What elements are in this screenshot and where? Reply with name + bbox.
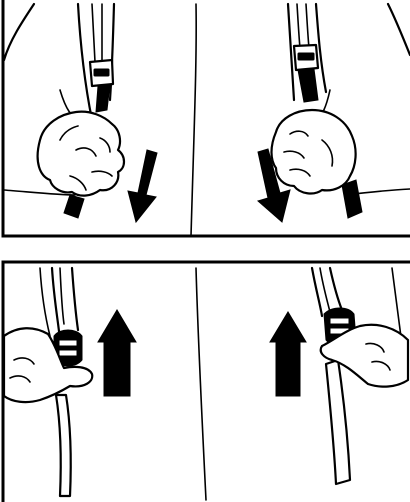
panel-tighten (3, 0, 410, 236)
left-hand (38, 112, 124, 196)
panel-loosen (3, 262, 410, 502)
right-hand (272, 110, 356, 193)
